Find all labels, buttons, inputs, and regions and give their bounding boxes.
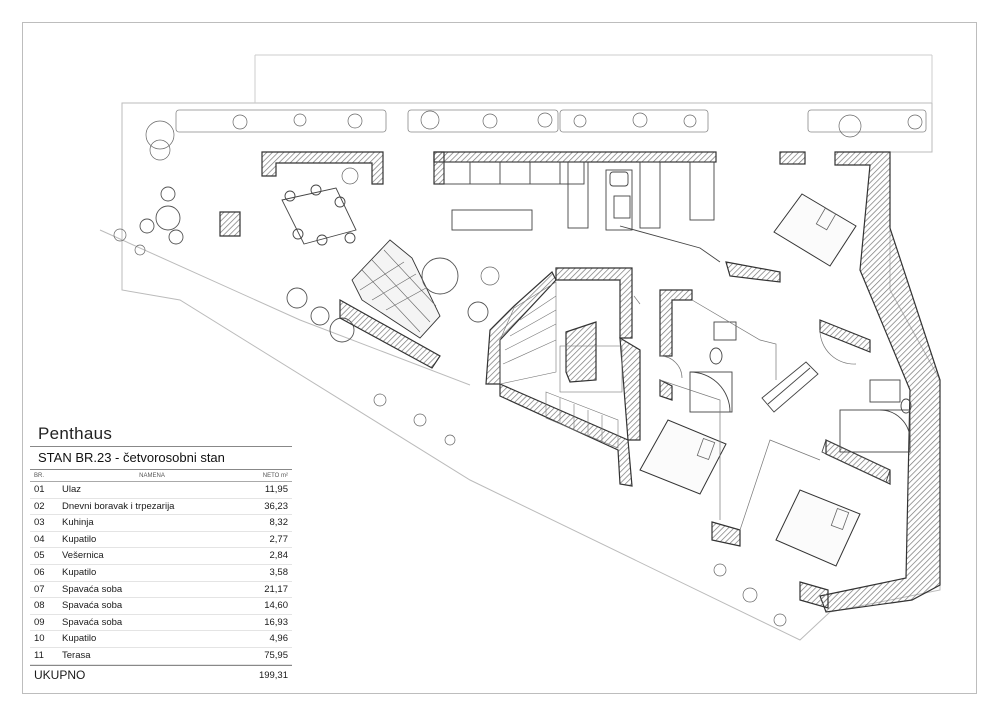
room-num: 01: [34, 484, 45, 495]
plant-icons: [113, 110, 923, 627]
room-area: 4,96: [269, 633, 289, 645]
header-area: NETO m²: [262, 473, 288, 479]
room-name: Spavaća soba: [62, 583, 123, 595]
room-num: 07: [34, 583, 45, 595]
room-num: 05: [34, 550, 45, 562]
room-num: 04: [34, 533, 45, 545]
table-row: 02 Dnevni boravak i trpezarija 36,23: [30, 499, 292, 516]
room-area: 2,84: [269, 550, 289, 562]
room-name: Spavaća soba: [62, 616, 123, 628]
room-area: 21,17: [264, 583, 288, 595]
beds: [639, 193, 861, 567]
room-area: 16,93: [264, 616, 288, 628]
kitchen-counters: [443, 161, 721, 263]
table-row: 06 Kupatilo 3,58: [30, 565, 292, 582]
interior-lines: [633, 295, 857, 531]
room-name: Kupatilo: [62, 633, 97, 645]
total-area: 199,31: [258, 669, 288, 681]
room-name: Kupatilo: [62, 566, 97, 578]
table-row: 05 Vešernica 2,84: [30, 548, 292, 565]
coffee-table: [421, 257, 459, 295]
armchair: [467, 301, 489, 323]
table-row: 07 Spavaća soba 21,17: [30, 582, 292, 599]
total-label: UKUPNO: [34, 667, 86, 682]
room-area: 8,32: [269, 517, 289, 529]
room-num: 02: [34, 500, 45, 512]
legend-title: Penthaus: [38, 424, 113, 443]
room-name: Spavaća soba: [62, 600, 123, 612]
room-area: 75,95: [264, 649, 288, 661]
room-name: Kupatilo: [62, 533, 97, 545]
legend-header: BR. NAMENA NETO m²: [30, 470, 292, 482]
header-num: BR.: [34, 473, 45, 479]
sofa: [351, 239, 441, 339]
room-legend: Penthaus STAN BR.23 - četvorosobni stan …: [30, 424, 292, 684]
room-num: 03: [34, 517, 45, 529]
room-name: Vešernica: [62, 550, 104, 562]
terrace-outline: [121, 102, 941, 641]
room-num: 06: [34, 566, 45, 578]
room-name: Kuhinja: [62, 517, 94, 529]
table-row: 10 Kupatilo 4,96: [30, 631, 292, 648]
room-num: 11: [34, 649, 44, 661]
room-area: 3,58: [269, 566, 289, 578]
room-num: 10: [34, 633, 45, 645]
drawing-frame: [22, 22, 977, 694]
table-row: 03 Kuhinja 8,32: [30, 515, 292, 532]
table-row: 01 Ulaz 11,95: [30, 482, 292, 499]
room-area: 14,60: [264, 600, 288, 612]
room-area: 2,77: [269, 533, 289, 545]
table-row: 09 Spavaća soba 16,93: [30, 615, 292, 632]
room-name: Ulaz: [62, 484, 82, 495]
table-row: 08 Spavaća soba 14,60: [30, 598, 292, 615]
dining-table: [281, 184, 357, 246]
bathroom-fixtures: [609, 171, 912, 453]
table-row: 04 Kupatilo 2,77: [30, 532, 292, 549]
room-num: 08: [34, 600, 45, 612]
wardrobe: [761, 361, 891, 483]
outdoor-furniture: [139, 186, 355, 343]
legend-subtitle: STAN BR.23 - četvorosobni stan: [30, 446, 292, 470]
header-name: NAMENA: [139, 473, 165, 479]
room-num: 09: [34, 616, 45, 628]
planter-top: [175, 109, 927, 133]
staircase: [499, 281, 623, 449]
bed-pillows: [696, 207, 850, 531]
legend-total: UKUPNO 199,31: [30, 664, 292, 684]
walls: [219, 151, 941, 613]
room-name: Dnevni boravak i trpezarija: [62, 500, 175, 512]
room-area: 11,95: [264, 484, 288, 495]
room-name: Terasa: [62, 649, 91, 661]
room-area: 36,23: [264, 500, 288, 512]
legend-rows: 01 Ulaz 11,95 02 Dnevni boravak i trpezarij…: [30, 482, 292, 665]
table-row: 11 Terasa 75,95: [30, 648, 292, 665]
